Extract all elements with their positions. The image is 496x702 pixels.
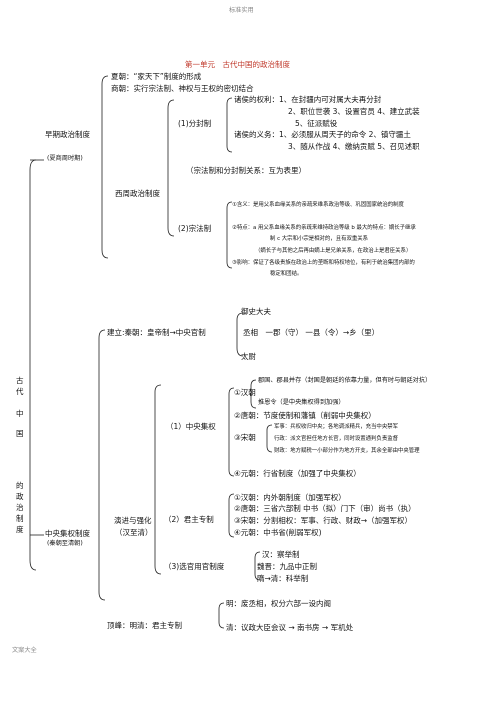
junzhu-label: （2）君主专制 <box>164 515 214 524</box>
fenfeng-label: (1)分封制 <box>178 119 212 128</box>
fenfeng-duties-2: 3、随从作战 4、缴纳贡赋 5、召见述职 <box>288 142 420 151</box>
page-header: 标准实用 <box>229 7 254 14</box>
develop-label: 演进与强化 <box>114 516 152 525</box>
xuanguan-han: 汉：察举制 <box>262 550 300 559</box>
vertical-char: 代 <box>16 387 24 396</box>
xia-text: 夏朝：“家天下”制度的形成 <box>111 72 202 81</box>
page-footer: 文案大全 <box>12 647 37 654</box>
peak-qing: 清：议政大臣会议 → 南书房 → 军机处 <box>226 623 354 632</box>
zongfa-influence-1: ③影响：保证了各级贵族在政治上的垄断和特权地位，有利于统治集团内部的 <box>232 260 415 266</box>
jiquan-han-1: 郡国、郡县并存（封国是朝廷的依靠力量，但有时与朝廷对抗） <box>258 377 432 384</box>
xuanguan-sui: 隋→清：科举制 <box>257 574 309 583</box>
qin-chain: 丞相 一郡（守） 一县（令）→乡（里） <box>243 328 380 337</box>
zongfa-feature-1: ②特点：a 用父系血缘关系的亲疏来维持政治等级 b 最大的特点：嫡长子继承 <box>232 225 416 231</box>
peak-label: 顶峰：明清：君主专制 <box>107 621 182 630</box>
zongfa-influence-2: 稳定和团结。 <box>270 271 303 277</box>
junzhu-tang: ②唐朝：三省六部制 中书（拟）门下（审）尚书（执） <box>234 504 416 513</box>
xuanguan-wei: 魏晋：九品中正制 <box>257 562 317 571</box>
early-label: 早期政治制度 <box>45 130 90 139</box>
jiquan-han-label: ①汉朝 <box>234 388 256 397</box>
relation-note: （宗法制和分封制关系：互为表里） <box>186 166 306 175</box>
jiquan-tang: ②唐朝：节度使制和藩镇（削弱中央集权） <box>234 411 376 420</box>
jiquan-label: （1）中央集权 <box>166 422 216 431</box>
zongfa-meaning: ①含义：是用父系血缘关系的亲疏来维系政治等级、巩固国家统治的制度 <box>232 202 404 208</box>
jiquan-yuan: ④元朝：行省制度（加强了中央集权） <box>234 469 361 478</box>
jiquan-song-label: ③宋朝 <box>234 433 256 442</box>
fenfeng-rights-1: 诸侯的权利：1、在封疆内可对属大夫再分封 <box>234 95 382 104</box>
vertical-char: 的 <box>16 481 24 490</box>
vertical-char: 治 <box>16 503 24 512</box>
vertical-char: 中 <box>16 409 24 418</box>
vertical-char: 政 <box>16 492 24 501</box>
vertical-char: 度 <box>16 525 24 534</box>
vertical-char: 制 <box>16 514 24 523</box>
zongfa-feature-2: 制 c 大宗和小宗是相对的，且有双重关系 <box>270 236 369 242</box>
peak-ming: 明：废丞相，权分六部一设内阁 <box>226 599 331 608</box>
jiquan-song-1: 军事：兵权收归中央；各地调派精兵，充当中央禁军 <box>274 424 398 430</box>
fenfeng-rights-3: 5、征派赋役 <box>295 119 338 128</box>
unit-title: 第一单元 古代中国的政治制度 <box>185 60 290 69</box>
xuanguan-label: （3)选官用官制度 <box>164 562 225 571</box>
central-sub: (秦朝至清朝) <box>47 540 83 547</box>
zongfa-feature-3: （嫡长子与其他之后再由嫡上是兄弟关系，在政治上是君臣关系） <box>255 248 412 254</box>
junzhu-song: ③宋朝：分割相权：军事、行政、财政→（加强军权） <box>234 516 413 525</box>
junzhu-han: ①汉朝：内外朝制度（加强军权） <box>234 493 346 502</box>
western-zhou-label: 西周政治制度 <box>115 189 160 198</box>
qin-yushi: 御史大夫 <box>241 307 271 316</box>
central-label: 中央集权制度 <box>45 529 90 538</box>
early-sub: (夏商周时期) <box>47 155 83 162</box>
fenfeng-duties-1: 诸侯的义务：1、必须服从周天子的命令 2、镇守疆土 <box>234 130 411 139</box>
junzhu-yuan: ④元朝：中书省(削弱军权) <box>234 528 322 537</box>
jiquan-song-2: 行政：派文官担任地方长官，同时设置通判负责监督 <box>274 436 398 442</box>
develop-sub: （汉至清） <box>115 528 153 537</box>
jiquan-song-3: 财政：地方赋税一小部分作为地方开支，其余全部由中央管理 <box>274 448 420 454</box>
jiquan-han-2: 推恩令（是中央集权得到加强） <box>258 399 345 406</box>
zongfa-label: (2)宗法制 <box>178 224 212 233</box>
shang-text: 商朝：实行宗法制、神权与王权的密切结合 <box>111 84 254 93</box>
vertical-char: 国 <box>16 429 24 438</box>
vertical-char: 古 <box>16 376 24 385</box>
qin-taiwei: 太尉 <box>241 352 256 361</box>
fenfeng-rights-2: 2、职位世袭 3、设置官员 4、建立武装 <box>288 107 420 116</box>
qin-label: 建立:秦朝：皇帝制→中央官制 <box>107 328 206 337</box>
